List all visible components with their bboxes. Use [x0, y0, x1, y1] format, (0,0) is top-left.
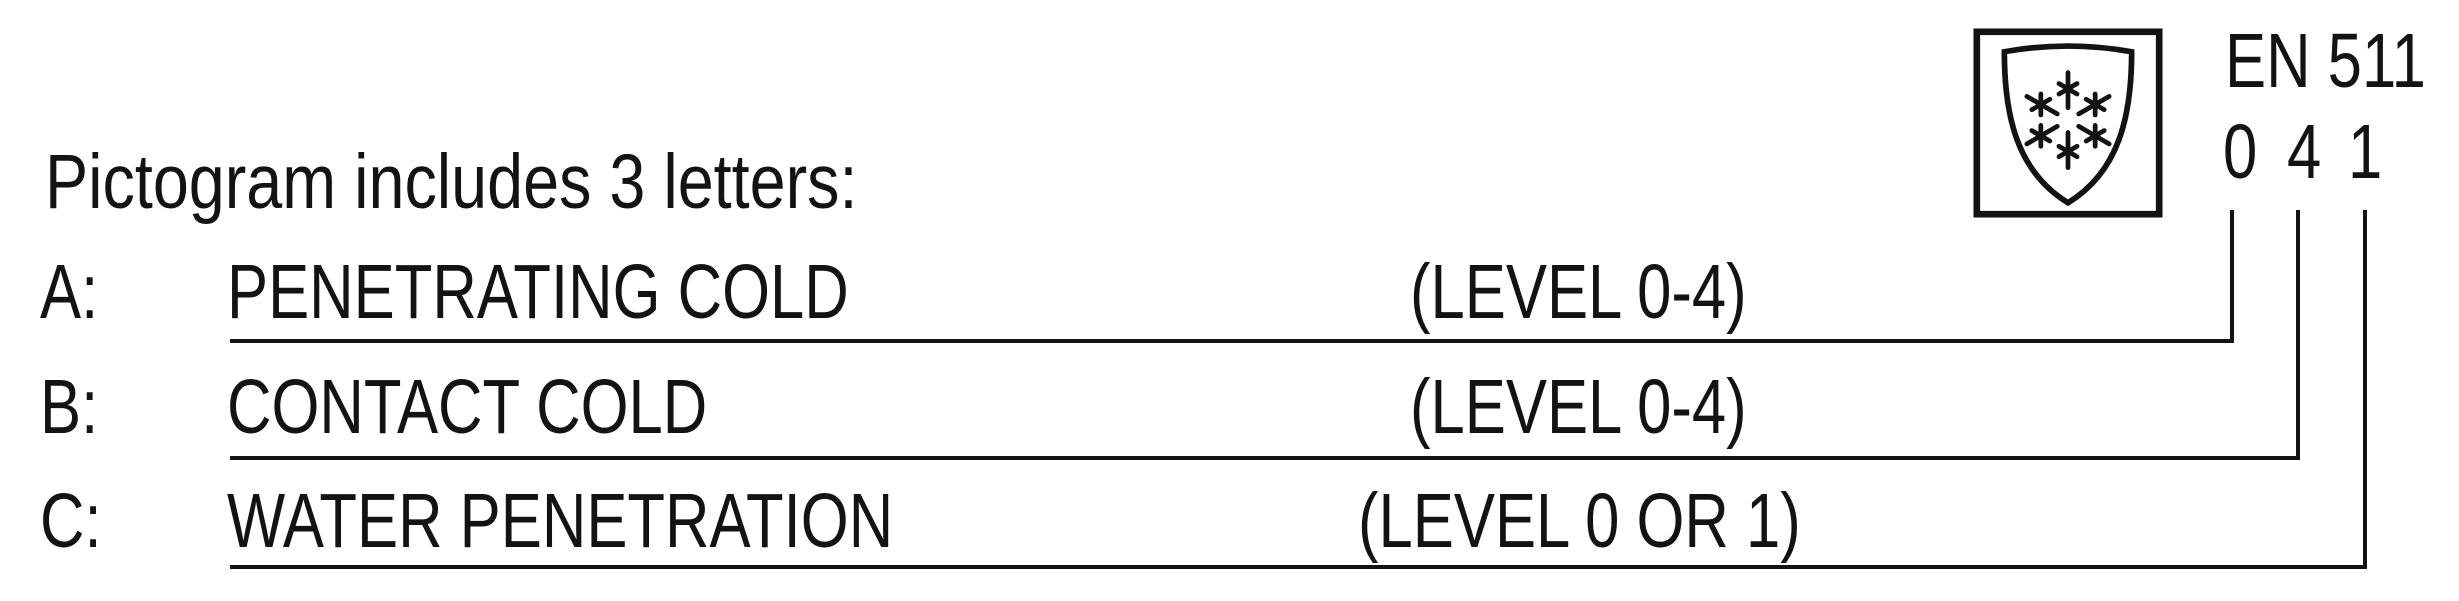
underline-row-b	[230, 456, 2300, 460]
row-a-name: PENETRATING COLD	[227, 249, 849, 335]
standard-label: EN 511	[2225, 18, 2426, 104]
heading: Pictogram includes 3 letters:	[45, 139, 858, 225]
underline-row-c	[230, 565, 2367, 569]
row-b-name: CONTACT COLD	[227, 364, 708, 450]
rating-digit-c: 1	[2348, 109, 2383, 195]
row-c-letter: C:	[40, 478, 102, 564]
rating-digit-a: 0	[2223, 109, 2258, 195]
underline-row-a	[230, 339, 2234, 343]
rating-digit-b: 4	[2287, 109, 2322, 195]
pictogram-frame	[1973, 28, 2163, 223]
row-c-name: WATER PENETRATION	[227, 478, 894, 564]
connector-line-b	[2296, 210, 2300, 460]
row-b-level: (LEVEL 0-4)	[1410, 364, 1747, 450]
shield-snowflake-icon	[1973, 28, 2163, 218]
row-a-level: (LEVEL 0-4)	[1410, 249, 1747, 335]
connector-line-c	[2363, 210, 2367, 569]
row-c-level: (LEVEL 0 OR 1)	[1358, 478, 1801, 564]
row-b-letter: B:	[40, 364, 99, 450]
connector-line-a	[2230, 210, 2234, 343]
row-a-letter: A:	[40, 249, 99, 335]
